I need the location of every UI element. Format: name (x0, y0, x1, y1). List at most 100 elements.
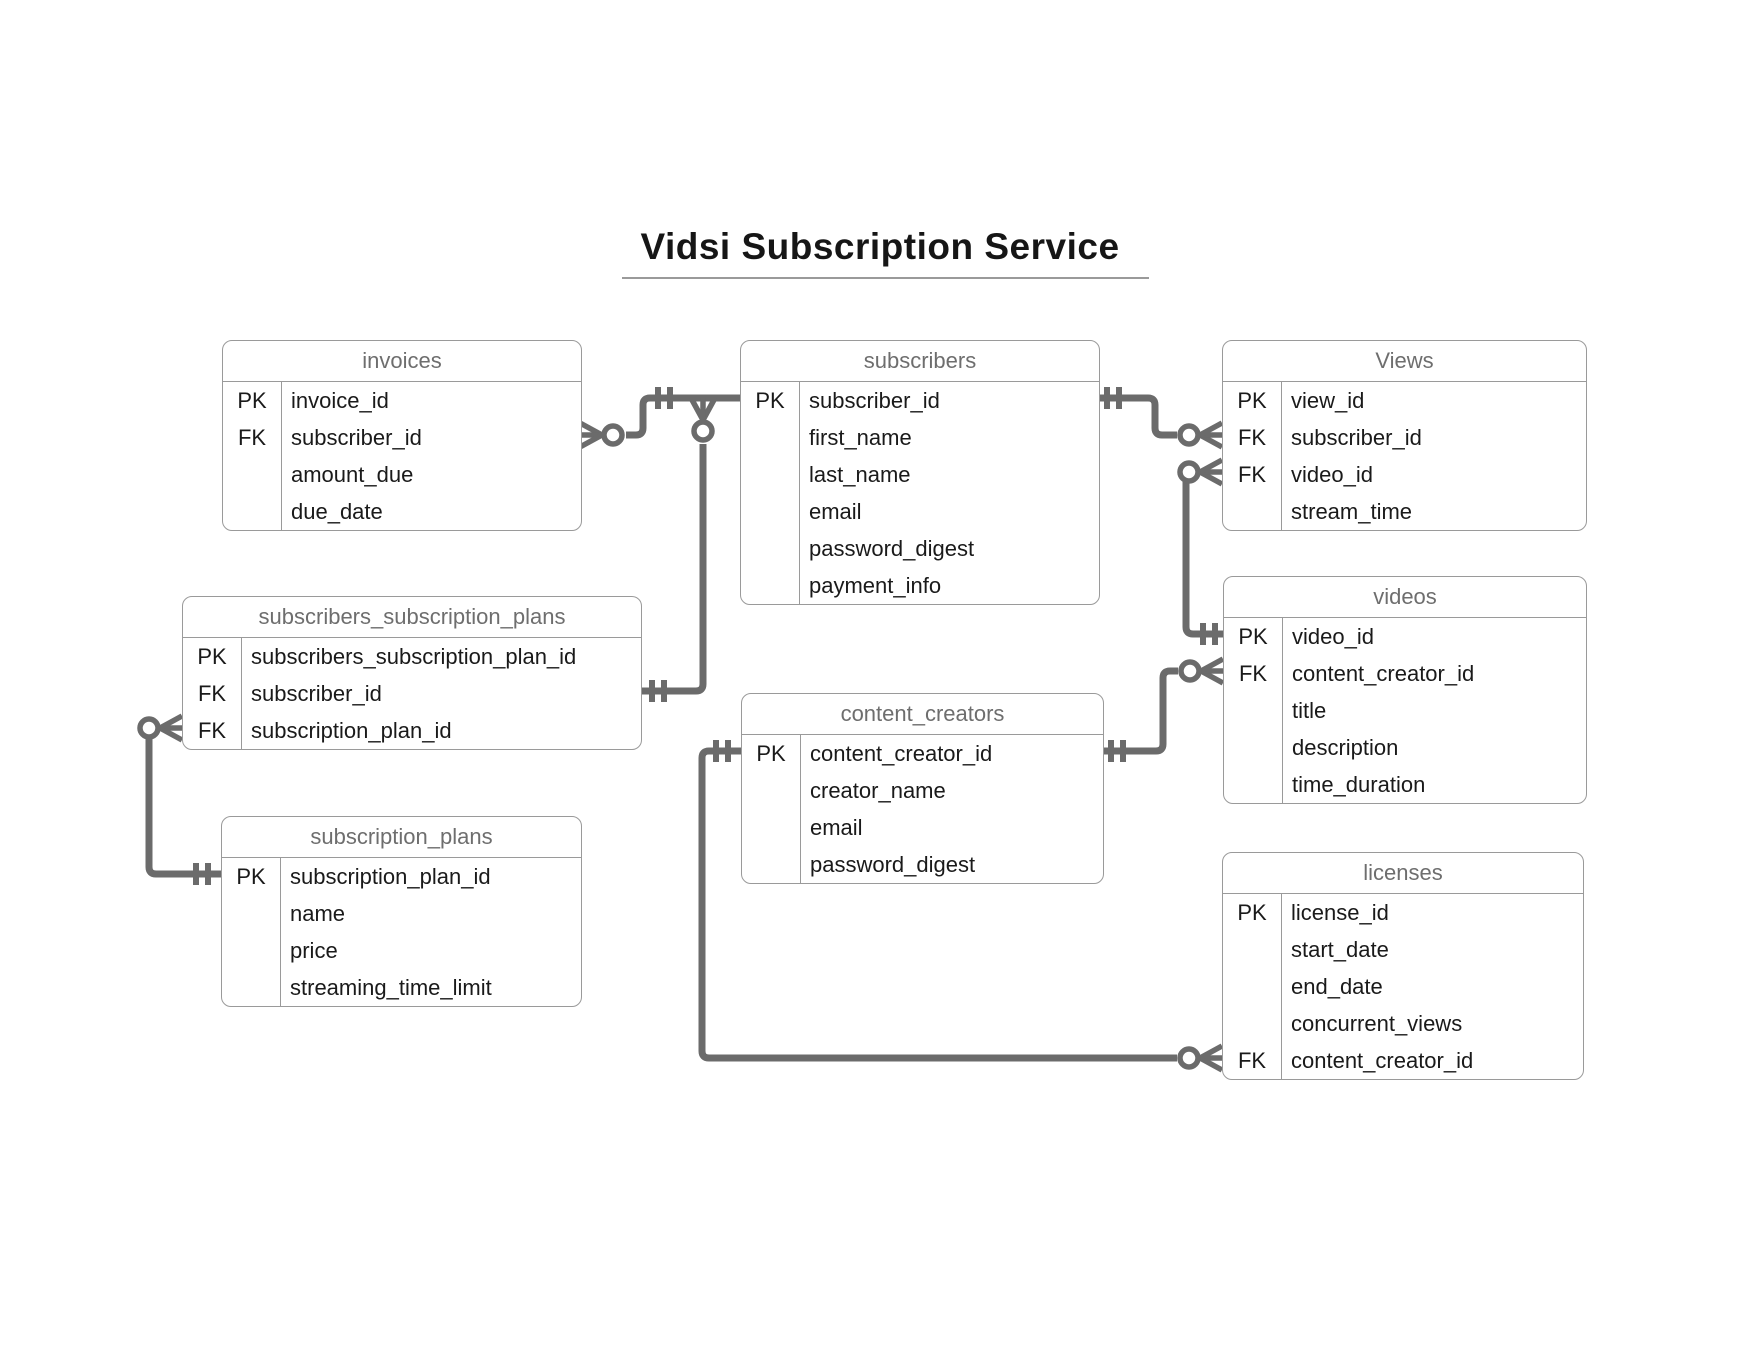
table-row: price (222, 932, 581, 969)
zero-or-many-marker (1177, 1043, 1224, 1073)
field-key-label (1224, 729, 1283, 766)
table-title-subscribers: subscribers (741, 341, 1099, 382)
field-name: email (809, 499, 862, 524)
field-key-label (741, 419, 800, 456)
field-key-label: FK (183, 675, 242, 712)
table-row: title (1224, 692, 1586, 729)
table-row: creator_name (742, 772, 1103, 809)
field-key-label: PK (741, 382, 800, 419)
field-name: amount_due (291, 462, 414, 487)
one-and-only-one-marker (1104, 387, 1122, 409)
field-key-label: PK (222, 858, 281, 895)
zero-or-many-marker (1177, 457, 1224, 487)
table-row: description (1224, 729, 1586, 766)
field-key-label: FK (183, 712, 242, 749)
field-name: name (290, 901, 346, 926)
field-key-label (1224, 766, 1283, 803)
title-underline (622, 277, 1149, 279)
table-row: payment_info (741, 567, 1099, 604)
field-key-label: PK (1223, 894, 1282, 931)
table-title-licenses: licenses (1223, 853, 1583, 894)
field-name: subscriber_id (1291, 425, 1422, 450)
table-row: password_digest (742, 846, 1103, 883)
table-row: end_date (1223, 968, 1583, 1005)
field-name: subscribers_subscription_plan_id (251, 644, 577, 669)
field-key-label: PK (223, 382, 282, 419)
field-name: content_creator_id (810, 741, 993, 766)
field-key-label (741, 493, 800, 530)
zero-or-many-marker (137, 713, 184, 743)
field-name: concurrent_views (1291, 1011, 1463, 1036)
field-key-label: PK (1224, 618, 1283, 655)
field-name: invoice_id (291, 388, 389, 413)
table-row: PK subscribers_subscription_plan_id (183, 638, 641, 675)
field-name: streaming_time_limit (290, 975, 492, 1000)
field-name: subscriber_id (291, 425, 422, 450)
relationship-subscribers-subscribers_subscription_plans (640, 396, 718, 702)
relationship-content_creators-videos (1102, 656, 1225, 762)
field-name: payment_info (809, 573, 942, 598)
field-key-label (742, 772, 801, 809)
field-key-label (741, 456, 800, 493)
table-row: start_date (1223, 931, 1583, 968)
zero-or-many-marker (1178, 656, 1225, 686)
table-title-videos: videos (1224, 577, 1586, 618)
field-name: video_id (1291, 462, 1373, 487)
field-name: view_id (1291, 388, 1365, 413)
field-key-label (1223, 931, 1282, 968)
field-name: video_id (1292, 624, 1374, 649)
field-key-label: FK (1223, 419, 1282, 456)
table-row: FK subscriber_id (223, 419, 581, 456)
table-row: stream_time (1223, 493, 1586, 530)
table-title-content_creators: content_creators (742, 694, 1103, 735)
table-title-subscribers_subscription_plans: subscribers_subscription_plans (183, 597, 641, 638)
field-name: stream_time (1291, 499, 1413, 524)
relationship-line (1182, 482, 1223, 638)
table-row: FK subscriber_id (183, 675, 641, 712)
field-name: end_date (1291, 974, 1383, 999)
field-name: due_date (291, 499, 383, 524)
field-name: password_digest (810, 852, 976, 877)
field-key-label: FK (223, 419, 282, 456)
field-key-label (742, 846, 801, 883)
field-key-label: PK (183, 638, 242, 675)
zero-or-many-marker (578, 420, 625, 450)
table-row: PK video_id (1224, 618, 1586, 655)
relationship-subscribers-invoices (578, 387, 740, 450)
field-key-label (222, 932, 281, 969)
field-name: price (290, 938, 338, 963)
table-title-views: Views (1223, 341, 1586, 382)
table-row: first_name (741, 419, 1099, 456)
table-row: FK subscriber_id (1223, 419, 1586, 456)
field-name: last_name (809, 462, 911, 487)
table-row: concurrent_views (1223, 1005, 1583, 1042)
field-key-label: FK (1224, 655, 1283, 692)
field-key-label (1223, 1005, 1282, 1042)
table-row: email (741, 493, 1099, 530)
one-and-only-one-marker (649, 680, 667, 702)
relationship-line (626, 394, 740, 439)
one-and-only-one-marker (1108, 740, 1126, 762)
field-name: subscriber_id (251, 681, 382, 706)
field-key-label (742, 809, 801, 846)
field-name: subscriber_id (809, 388, 940, 413)
field-key-label (1223, 968, 1282, 1005)
relationship-line (1102, 667, 1178, 755)
relationship-line (640, 444, 707, 695)
table-row: last_name (741, 456, 1099, 493)
field-name: content_creator_id (1292, 661, 1475, 686)
field-key-label (741, 530, 800, 567)
field-name: time_duration (1292, 772, 1426, 797)
table-row: amount_due (223, 456, 581, 493)
field-name: description (1292, 735, 1399, 760)
